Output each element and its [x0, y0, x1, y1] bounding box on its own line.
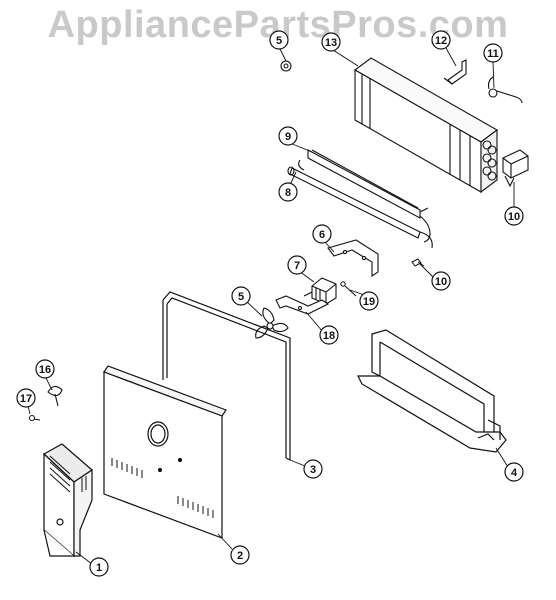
callout-label: 13 — [325, 37, 337, 49]
callout-label: 17 — [20, 393, 32, 405]
screw-part-19 — [340, 281, 357, 297]
radiant-heater-tube-part — [287, 166, 433, 249]
motor-bracket-part — [327, 239, 379, 278]
gasket-part — [162, 291, 291, 461]
evaporator-bracket-part — [443, 59, 467, 85]
callout-label: 7 — [294, 260, 300, 272]
defrost-heater-part — [298, 149, 431, 243]
screw-part-8 — [411, 258, 425, 267]
callout-9: 8 — [278, 182, 298, 202]
air-grille-part — [42, 443, 93, 558]
callout-5-top: 5 — [269, 30, 289, 50]
callout-11: 10 — [504, 206, 524, 226]
callout-8: 10 — [431, 271, 451, 291]
thumb-screw-part — [47, 385, 63, 407]
callout-label: 4 — [511, 467, 518, 479]
callout-label: 16 — [39, 364, 51, 376]
rear-panel-vent-slots — [111, 458, 214, 518]
fuse-clip-part — [487, 76, 523, 104]
motor-mount-bracket-part — [275, 295, 330, 315]
callout-14: 13 — [321, 32, 341, 52]
callout-19: 19 — [359, 291, 379, 311]
nut-part — [280, 60, 292, 72]
callout-label: 11 — [487, 48, 499, 60]
callout-label: 5 — [276, 35, 282, 47]
drain-trough-part — [357, 329, 507, 453]
callout-label: 1 — [96, 562, 102, 574]
callout-label: 3 — [310, 464, 316, 476]
rear-panel-part — [103, 365, 227, 539]
callout-label: 19 — [363, 296, 375, 308]
screw-part-17 — [29, 415, 41, 421]
callout-label: 9 — [285, 131, 291, 143]
evaporator-coil-part — [354, 57, 498, 194]
callout-label: 10 — [435, 276, 447, 288]
callout-7: 7 — [287, 255, 307, 275]
callout-label: 8 — [285, 187, 291, 199]
callout-label: 18 — [323, 330, 335, 342]
callout-6: 6 — [312, 224, 332, 244]
callout-label: 12 — [435, 35, 447, 47]
callout-16: 16 — [35, 359, 55, 379]
fan-blade-part — [255, 307, 289, 339]
callout-5: 5 — [231, 286, 251, 306]
defrost-thermostat-part — [502, 149, 529, 188]
callout-2: 2 — [230, 545, 250, 565]
air-grille-slots — [49, 455, 87, 493]
callout-4: 4 — [504, 462, 524, 482]
callout-18: 18 — [319, 325, 339, 345]
callout-10: 9 — [278, 126, 298, 146]
callout-1: 1 — [89, 557, 109, 577]
callout-label: 6 — [319, 229, 325, 241]
callout-label: 5 — [238, 291, 244, 303]
callout-17: 17 — [16, 388, 36, 408]
callout-label: 10 — [508, 211, 520, 223]
callout-12: 11 — [483, 43, 503, 63]
callout-13: 12 — [431, 30, 451, 50]
callout-3: 3 — [303, 459, 323, 479]
fan-motor-part — [303, 277, 337, 305]
callout-label: 2 — [237, 550, 243, 562]
